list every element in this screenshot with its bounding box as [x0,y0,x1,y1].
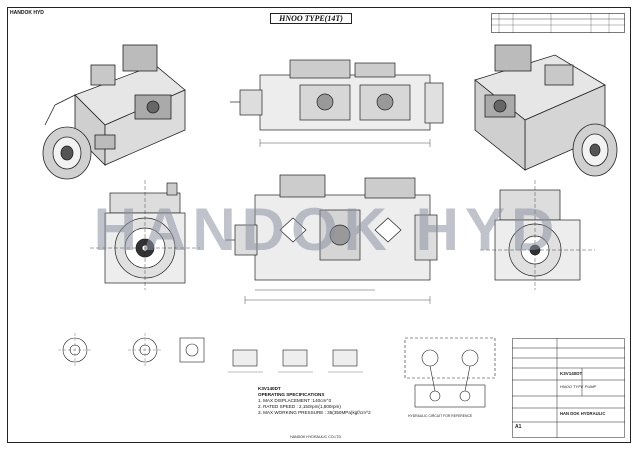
spec-line-2: 2. RATED SPEED : 2,150rpm(1,800rpm) [258,404,341,409]
drawing-title: HNOO TYPE(14T) [270,13,352,24]
operating-specifications: K3V140DT OPERATING SPECIFICATIONS 1. MAX… [258,386,371,416]
circuit-caption: HYDRAULIC CIRCUIT FOR REFERENCE [408,414,473,418]
spec-line-1: 1. MAX DISPLACEMENT :140cm^3 [258,398,332,403]
title-block-name: HNOO TYPE PUMP [560,384,597,389]
revision-table [491,13,625,33]
top-left-mark: HANDOK HYD [10,10,44,16]
title-block-sheet: A1 [515,424,522,430]
side-view-top [230,59,444,147]
hydraulic-circuit [404,337,496,408]
footer-center: HANDOK HYDRAULIC CO.LTD [290,435,342,439]
title-block-model: K3V140DT [560,371,583,376]
spec-title: OPERATING SPECIFICATIONS [258,392,325,397]
main-front-view [225,174,438,304]
drawing-frame [7,7,631,443]
port-detail-views [58,333,205,367]
isometric-view-right [474,44,618,177]
front-view-right [480,180,595,290]
title-block-company: HAN DOK HYDRAULIC [560,411,606,416]
section-detail-views [228,349,363,373]
front-view-left [90,180,200,290]
spec-heading: K3V140DT [258,386,281,391]
isometric-view-left [42,44,186,180]
spec-line-3: 3. MAX WORKING PRESSURE : 35(350MPa)kgf/… [258,410,371,415]
title-block [512,338,625,438]
